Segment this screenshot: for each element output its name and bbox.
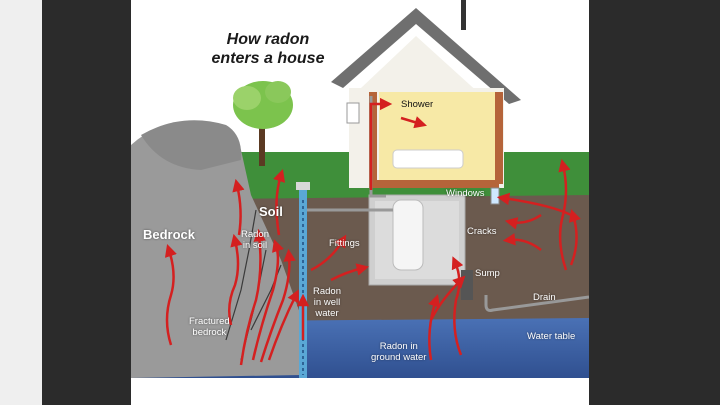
arrow-soil-1 — [232, 178, 245, 236]
diagram-title: How radon enters a house — [193, 30, 343, 68]
arrow-groundwater-2 — [428, 294, 440, 361]
label-radon-in-well-water-line-3: water — [315, 308, 339, 319]
water-tank — [392, 199, 424, 271]
label-sump: Sump — [475, 268, 500, 279]
label-shower: Shower — [401, 99, 434, 110]
tree-trunk — [259, 118, 265, 166]
upper-window — [346, 102, 360, 124]
label-cracks: Cracks — [467, 226, 497, 237]
house-chimney — [461, 0, 466, 30]
bedrock-top — [141, 120, 242, 170]
label-radon-in-soil-line-2: in soil — [242, 240, 268, 251]
radon-arrows — [164, 97, 581, 366]
label-radon-in-well-water-line-2: in well — [313, 297, 341, 308]
label-drain: Drain — [533, 292, 556, 303]
sump-pit — [461, 270, 473, 300]
arrow-bedrock-2 — [227, 233, 243, 326]
arrow-shower — [369, 97, 393, 190]
arrow-soil-2 — [273, 169, 286, 236]
label-fractured-bedrock-line-1: Fractured — [189, 316, 230, 327]
arrow-fracture-4 — [267, 289, 299, 361]
arrow-cracks-2 — [502, 233, 542, 251]
arrow-bedrock-1 — [164, 244, 177, 346]
label-fractured-bedrock: Fractured bedrock — [189, 316, 230, 338]
arrow-fracture-3 — [259, 248, 296, 363]
right-post — [495, 92, 503, 184]
label-radon-in-ground-water: Radon in ground water — [371, 341, 426, 363]
arrow-fracture-2 — [251, 239, 284, 361]
label-windows: Windows — [446, 188, 485, 199]
label-fittings: Fittings — [329, 238, 360, 249]
bathtub — [392, 149, 464, 169]
slide-canvas: How radon enters a house Shower Windows … — [131, 0, 589, 405]
label-water-table: Water table — [527, 331, 576, 342]
tree-canopy — [233, 81, 293, 129]
arrow-right-2 — [568, 209, 581, 266]
arrow-sump — [429, 275, 466, 321]
label-bedrock: Bedrock — [143, 227, 196, 242]
label-radon-in-soil-line-1: Radon — [241, 229, 269, 240]
arrow-fracture-1 — [239, 228, 266, 366]
label-radon-in-well-water-line-1: Radon — [313, 286, 341, 297]
arrow-windows — [496, 192, 572, 217]
house-floor — [369, 180, 499, 188]
well-pipe — [299, 188, 307, 378]
arrow-fittings-2 — [330, 263, 370, 282]
title-line-2: enters a house — [211, 50, 325, 67]
label-radon-in-ground-water-line-2: ground water — [371, 352, 427, 363]
arrow-fittings-1 — [310, 234, 347, 272]
arrow-cracks-1 — [504, 213, 542, 230]
left-margin-panel — [0, 0, 42, 405]
base-shadow — [131, 378, 589, 405]
bedrock-outcrop — [131, 121, 306, 378]
label-radon-in-well-water: Radon in well water — [313, 286, 341, 319]
label-fractured-bedrock-line-2: bedrock — [192, 327, 227, 338]
radon-diagram — [131, 0, 589, 405]
arrow-shower-2 — [400, 116, 427, 129]
label-soil: Soil — [259, 204, 283, 219]
arrow-right-1 — [558, 158, 571, 271]
label-radon-in-ground-water-line-1: Radon in — [379, 341, 418, 352]
title-line-1: How radon — [226, 31, 310, 48]
left-post — [369, 92, 377, 184]
arrow-groundwater-1 — [451, 256, 464, 356]
basement-window — [490, 187, 500, 205]
well-cap — [296, 182, 310, 190]
label-radon-in-soil: Radon in soil — [241, 229, 269, 251]
